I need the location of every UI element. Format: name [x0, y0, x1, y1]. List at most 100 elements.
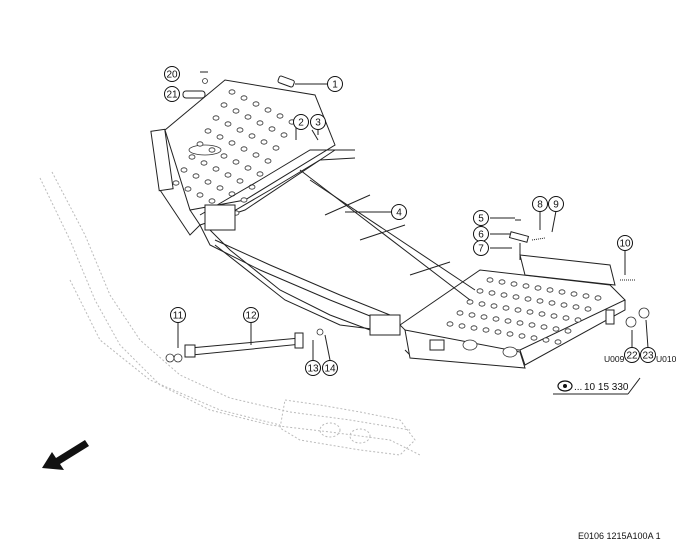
callout-number: 2: [298, 118, 304, 129]
plate-hole: [260, 139, 268, 145]
plate-hole: [546, 287, 554, 293]
plate-hole: [552, 326, 560, 332]
plate-hole: [502, 305, 510, 311]
callout-circle: [310, 114, 326, 130]
plate-hole: [466, 299, 474, 305]
plate-hole: [572, 304, 580, 310]
plate-hole: [172, 180, 180, 186]
plate-hole: [244, 165, 252, 171]
plate-hole: [470, 325, 478, 331]
plate-hole: [236, 127, 244, 133]
callout-number: 12: [245, 311, 257, 322]
frame-rails: [199, 149, 476, 336]
callout-9: 9: [548, 196, 564, 212]
plate-hole: [220, 102, 228, 108]
plate-hole: [196, 141, 204, 147]
tow-bar: [165, 328, 324, 363]
plate-hole: [204, 179, 212, 185]
plate-hole: [248, 133, 256, 139]
callout-number: 4: [396, 208, 402, 219]
callout-number: 14: [324, 364, 336, 375]
plate-hole: [554, 339, 562, 345]
callout-12: 12: [243, 307, 259, 323]
plate-hole: [264, 107, 272, 113]
callout-number: 22: [626, 351, 638, 362]
plate-hole: [256, 171, 264, 177]
plate-hole: [548, 300, 556, 306]
bumper-ghost-outline: [39, 171, 421, 456]
plate-hole: [524, 296, 532, 302]
plate-hole: [236, 178, 244, 184]
plate-hole: [216, 185, 224, 191]
callout-14: 14: [322, 360, 338, 376]
callout-circle: [305, 360, 321, 376]
callout-circle: [164, 86, 180, 102]
callout-4: 4: [391, 204, 407, 220]
callout-11: 11: [170, 307, 186, 323]
plate-hole: [526, 309, 534, 315]
drawing-code: E0106 1215A100A 1: [578, 531, 661, 541]
plate-hole: [550, 313, 558, 319]
callout-10: 10: [617, 235, 633, 251]
plate-hole: [562, 315, 570, 321]
callout-circle: [640, 347, 656, 363]
plate-hole: [498, 279, 506, 285]
eye-pupil: [563, 384, 567, 388]
plate-hole: [506, 331, 514, 337]
plate-hole: [192, 173, 200, 179]
hardware-parts: [182, 71, 650, 328]
plate-hole: [582, 293, 590, 299]
plate-hole: [542, 337, 550, 343]
callout-circle: [164, 66, 180, 82]
left-step-platform: [150, 79, 336, 236]
label-u010: U010: [656, 354, 677, 364]
plate-hole: [510, 281, 518, 287]
callout-23: 23: [640, 347, 656, 363]
callout-7: 7: [473, 240, 489, 256]
callout-6: 6: [473, 226, 489, 242]
callout-circle: [293, 114, 309, 130]
plate-hole: [594, 295, 602, 301]
callout-number: 9: [553, 200, 559, 211]
plate-hole: [208, 198, 216, 204]
plate-hole: [264, 158, 272, 164]
plate-hole: [240, 146, 248, 152]
callout-circle: [473, 210, 489, 226]
callout-number: 7: [478, 244, 484, 255]
callout-number: 6: [478, 230, 484, 241]
plate-hole: [560, 302, 568, 308]
plate-hole: [482, 327, 490, 333]
callout-number: 10: [619, 239, 631, 250]
plate-hole: [232, 159, 240, 165]
plate-hole: [240, 197, 248, 203]
callout-number: 5: [478, 214, 484, 225]
plate-hole: [232, 108, 240, 114]
plate-hole: [570, 291, 578, 297]
plate-hole: [196, 192, 204, 198]
callout-number: 11: [173, 311, 184, 322]
plate-hole: [488, 290, 496, 296]
callout-number: 1: [332, 80, 338, 91]
plate-hole: [268, 126, 276, 132]
plate-hole: [494, 329, 502, 335]
callout-circle: [391, 204, 407, 220]
plate-hole: [272, 145, 280, 151]
plate-hole: [514, 307, 522, 313]
plate-hole: [276, 113, 284, 119]
callout-21: 21: [164, 86, 180, 102]
view-ref-number: 10 15 330: [584, 382, 629, 393]
plate-hole: [244, 114, 252, 120]
plate-hole: [540, 324, 548, 330]
plate-hole: [574, 317, 582, 323]
plate-hole: [212, 115, 220, 121]
plate-hole: [252, 101, 260, 107]
callout-number: 20: [166, 70, 178, 81]
eye-icon: [557, 380, 573, 392]
plate-hole: [184, 186, 192, 192]
plate-hole: [224, 121, 232, 127]
plate-hole: [458, 323, 466, 329]
view-reference: ... 10 15 330: [557, 380, 629, 393]
plate-hole: [530, 335, 538, 341]
